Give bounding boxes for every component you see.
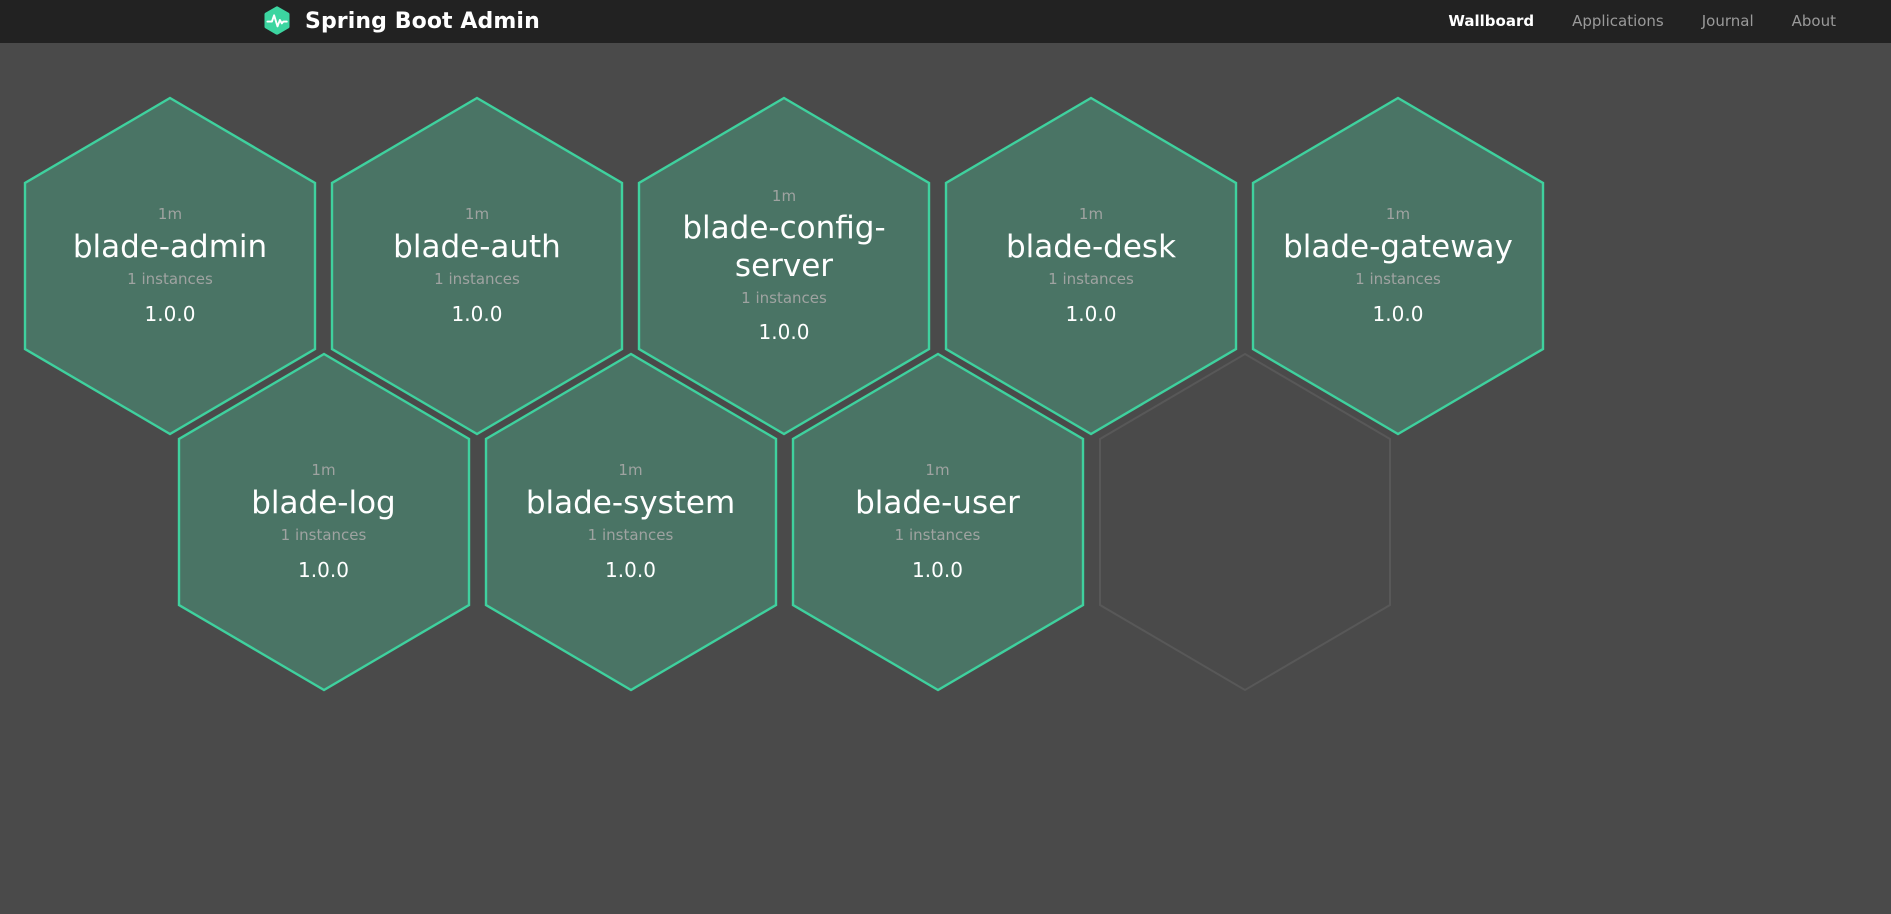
hexagon-shape — [791, 352, 1084, 692]
hexagon-shape — [23, 96, 317, 436]
hexagon-heartbeat-icon — [260, 5, 294, 39]
hexagon-shape — [177, 352, 470, 692]
application-uptime: 1m — [311, 461, 336, 480]
main-nav: Wallboard Applications Journal About — [1429, 0, 1855, 43]
application-version: 1.0.0 — [144, 301, 196, 326]
nav-item-wallboard[interactable]: Wallboard — [1448, 12, 1535, 30]
brand-title: Spring Boot Admin — [305, 8, 540, 34]
application-name: blade-config-server — [682, 210, 886, 285]
application-instance-count: 1 instances — [1048, 270, 1134, 289]
hexagon-placeholder — [1097, 351, 1393, 693]
application-uptime: 1m — [925, 461, 950, 480]
hexagon-shape — [484, 352, 777, 692]
application-version: 1.0.0 — [605, 557, 656, 582]
application-hexagon-content[interactable]: 1m blade-system 1 instances 1.0.0 — [483, 351, 779, 693]
application-hexagon-content[interactable]: 1m blade-admin 1 instances 1.0.0 — [22, 95, 318, 437]
hexagon-shape — [637, 96, 931, 436]
hexagon-shape — [1251, 96, 1545, 436]
application-name: blade-gateway — [1283, 229, 1513, 266]
application-hexagon[interactable]: 1m blade-system 1 instances 1.0.0 — [483, 351, 779, 693]
application-instance-count: 1 instances — [587, 526, 674, 545]
application-hexagon-content[interactable]: 1m blade-desk 1 instances 1.0.0 — [943, 95, 1239, 437]
application-name: blade-desk — [1005, 229, 1177, 266]
application-hexagon-content[interactable]: 1m blade-user 1 instances 1.0.0 — [790, 351, 1086, 693]
application-hexagon[interactable]: 1m blade-config-server 1 instances 1.0.0 — [636, 95, 932, 437]
brand-link[interactable]: Spring Boot Admin — [260, 0, 540, 43]
application-instance-count: 1 instances — [127, 270, 213, 289]
application-name: blade-system — [525, 485, 736, 522]
application-version: 1.0.0 — [298, 557, 349, 582]
application-hexagon[interactable]: 1m blade-desk 1 instances 1.0.0 — [943, 95, 1239, 437]
application-uptime: 1m — [157, 205, 183, 224]
application-hexagon[interactable]: 1m blade-gateway 1 instances 1.0.0 — [1250, 95, 1546, 437]
application-uptime: 1m — [464, 205, 490, 224]
application-hexagon-content[interactable]: 1m blade-config-server 1 instances 1.0.0 — [636, 95, 932, 437]
hexagon-shape — [330, 96, 624, 436]
application-version: 1.0.0 — [1372, 301, 1424, 326]
application-name: blade-log — [251, 485, 396, 522]
application-hexagon-content[interactable]: 1m blade-gateway 1 instances 1.0.0 — [1250, 95, 1546, 437]
application-version: 1.0.0 — [758, 320, 810, 345]
top-navbar: Spring Boot Admin Wallboard Applications… — [0, 0, 1891, 43]
application-instance-count: 1 instances — [280, 526, 367, 545]
hexagon-placeholder-content — [1097, 351, 1393, 693]
hexagon-shape — [1098, 352, 1391, 692]
application-instance-count: 1 instances — [741, 288, 827, 307]
application-hexagon-content[interactable]: 1m blade-log 1 instances 1.0.0 — [176, 351, 472, 693]
application-name: blade-user — [855, 485, 1020, 522]
application-uptime: 1m — [771, 186, 797, 205]
application-hexagon[interactable]: 1m blade-admin 1 instances 1.0.0 — [22, 95, 318, 437]
wallboard: 1m blade-admin 1 instances 1.0.0 1m blade-aut… — [0, 43, 1891, 914]
application-uptime: 1m — [1078, 205, 1104, 224]
application-name: blade-admin — [72, 229, 268, 266]
nav-item-journal[interactable]: Journal — [1701, 12, 1754, 30]
application-hexagon[interactable]: 1m blade-log 1 instances 1.0.0 — [176, 351, 472, 693]
application-uptime: 1m — [1385, 205, 1411, 224]
application-hexagon[interactable]: 1m blade-auth 1 instances 1.0.0 — [329, 95, 625, 437]
application-hexagon-content[interactable]: 1m blade-auth 1 instances 1.0.0 — [329, 95, 625, 437]
application-uptime: 1m — [618, 461, 643, 480]
application-version: 1.0.0 — [1065, 301, 1117, 326]
hexagon-shape — [944, 96, 1238, 436]
application-version: 1.0.0 — [451, 301, 503, 326]
application-instance-count: 1 instances — [1355, 270, 1441, 289]
application-instance-count: 1 instances — [894, 526, 981, 545]
application-hexagon[interactable]: 1m blade-user 1 instances 1.0.0 — [790, 351, 1086, 693]
application-instance-count: 1 instances — [434, 270, 520, 289]
application-name: blade-auth — [393, 229, 561, 266]
application-version: 1.0.0 — [912, 557, 963, 582]
nav-item-about[interactable]: About — [1791, 12, 1836, 30]
hexagon-grid: 1m blade-admin 1 instances 1.0.0 1m blade-aut… — [0, 43, 1891, 914]
nav-item-applications[interactable]: Applications — [1572, 12, 1664, 30]
